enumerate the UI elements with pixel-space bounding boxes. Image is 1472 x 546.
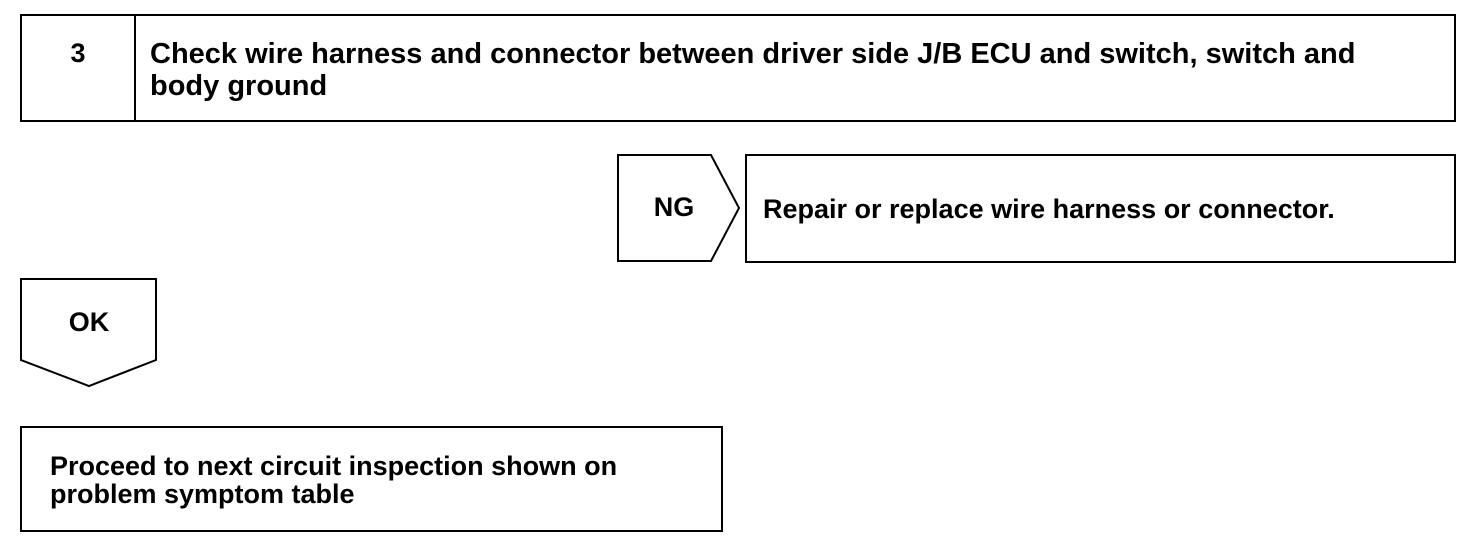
ok-action-text: Proceed to next circuit inspection shown… xyxy=(50,451,618,509)
ng-label: NG xyxy=(653,192,695,222)
step-number: 3 xyxy=(22,16,136,120)
ok-arrow-shape xyxy=(20,278,157,388)
ng-action-box: Repair or replace wire harness or connec… xyxy=(745,154,1456,263)
step-title: Check wire harness and connector between… xyxy=(150,38,1356,102)
ng-action-text: Repair or replace wire harness or connec… xyxy=(763,194,1335,224)
ok-action-box: Proceed to next circuit inspection shown… xyxy=(20,426,723,532)
ng-arrow-shape xyxy=(617,154,741,262)
ok-label: OK xyxy=(68,307,110,337)
inspection-step-header: 3 Check wire harness and connector betwe… xyxy=(20,14,1456,122)
